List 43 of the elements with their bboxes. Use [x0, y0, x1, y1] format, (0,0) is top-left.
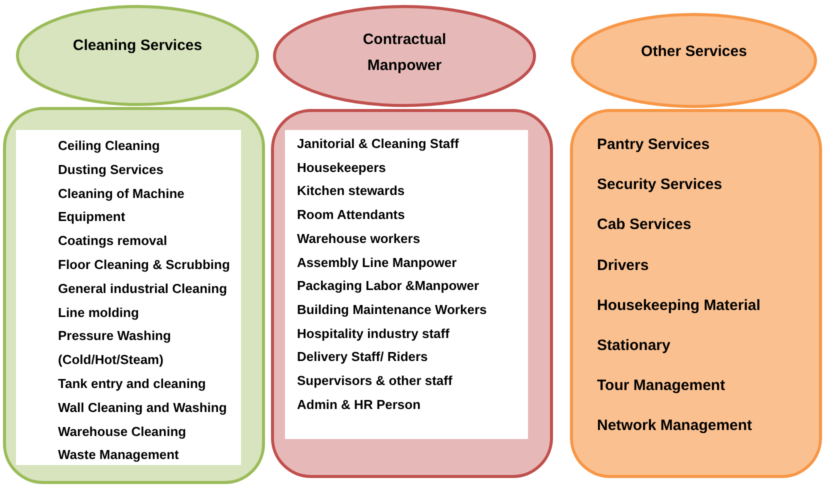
list-item: Delivery Staff/ Riders: [297, 348, 428, 366]
list-item: Packaging Labor &Manpower: [297, 277, 480, 296]
list-item: Supervisors & other staff: [297, 372, 452, 390]
list-item: Housekeepers: [297, 158, 386, 177]
list-item: Housekeeping Material: [597, 296, 760, 316]
list-item: Tour Management: [597, 376, 726, 396]
list-item: Assembly Line Manpower: [297, 254, 457, 272]
list-item: Tank entry and cleaning: [58, 374, 206, 393]
service-card: [271, 109, 553, 478]
category-ellipse: [571, 13, 817, 108]
list-item: Building Maintenance Workers: [297, 300, 487, 319]
list-item: Dusting Services: [58, 160, 164, 179]
list-item: Warehouse Cleaning: [58, 422, 186, 441]
category-ellipse: [273, 5, 536, 107]
category-title: Contractual Manpower: [362, 30, 448, 76]
list-item: Cab Services: [597, 215, 692, 236]
list-item: Security Services: [597, 175, 722, 196]
list-item: Janitorial & Cleaning Staff: [297, 135, 459, 153]
list-item: General industrial Cleaning: [58, 280, 228, 298]
category-title: Cleaning Services: [72, 36, 202, 56]
list-panel: [16, 130, 241, 465]
list-item: Coatings removal: [58, 232, 168, 250]
list-item: Cleaning of Machine Equipment: [58, 184, 186, 226]
list-item: Stationary: [597, 336, 670, 356]
category-ellipse: [16, 5, 259, 106]
category-title: Other Services: [641, 42, 747, 62]
list-item: Kitchen stewards: [297, 182, 405, 200]
list-item: Hospitality industry staff: [297, 324, 450, 343]
service-card: [3, 107, 265, 484]
list-item: Line molding: [58, 304, 139, 322]
list-item: Waste Management: [58, 446, 179, 464]
list-item: Room Attendants: [297, 206, 405, 224]
list-item: Network Management: [597, 416, 752, 436]
list-item: Pantry Services: [597, 135, 710, 155]
list-panel: [285, 130, 528, 439]
list-item: Pressure Washing (Cold/Hot/Steam): [58, 327, 172, 370]
list-item: Admin & HR Person: [297, 396, 421, 414]
list-item: Drivers: [597, 256, 649, 276]
service-card: [570, 109, 822, 478]
list-item: Wall Cleaning and Washing: [58, 398, 227, 417]
list-item: Warehouse workers: [297, 230, 420, 248]
list-item: Floor Cleaning & Scrubbing: [58, 256, 230, 274]
list-item: Ceiling Cleaning: [58, 137, 160, 155]
